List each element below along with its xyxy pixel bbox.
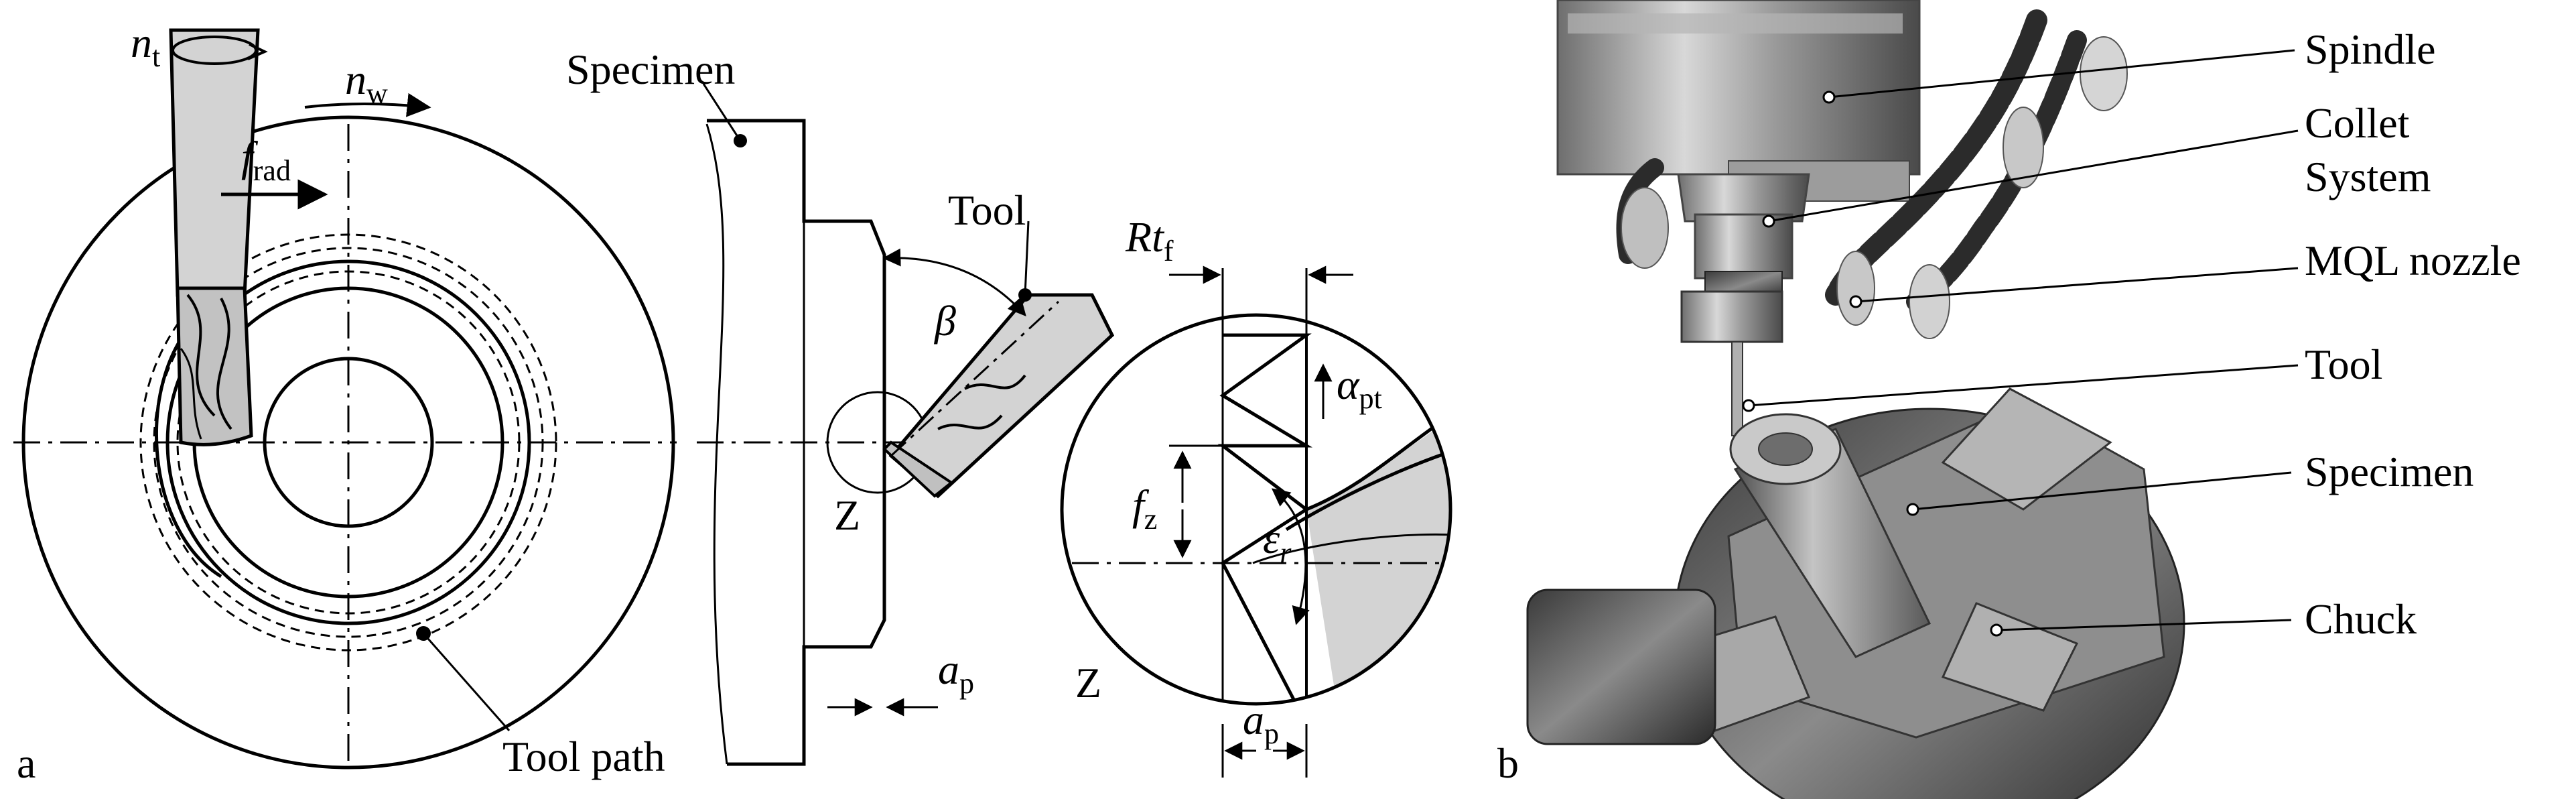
spindle-nose: [1677, 173, 1810, 223]
callout-system: System: [2305, 153, 2431, 200]
rotation-arrow-icon: [247, 43, 268, 60]
scallop-profile: [1217, 333, 1313, 704]
machine-photo: [1511, 0, 2231, 799]
n-w-label: nw: [345, 56, 388, 110]
panel-a: nt nw frad Tool path a Specimen Z: [13, 19, 1452, 787]
specimen-label: Specimen: [566, 46, 735, 93]
panel-b-label: b: [1497, 739, 1519, 787]
epsilon-r-arc: [1271, 488, 1310, 625]
inclined-tool: [882, 293, 1115, 499]
n-w-arrow: [304, 93, 431, 117]
beta-arc: [882, 248, 1026, 317]
detail-a-p-label: ap: [1243, 696, 1279, 750]
motor-housing: [1526, 589, 1716, 745]
specimen-break-line: [705, 123, 728, 765]
workpiece-material: [1306, 322, 1450, 704]
tool-path-label: Tool path: [502, 733, 665, 780]
rt-f-label: Rtf: [1125, 213, 1174, 267]
epsilon-r-label: εr: [1263, 515, 1292, 569]
tool-label-a: Tool: [948, 186, 1026, 234]
top-view: [13, 115, 677, 770]
callout-spindle: Spindle: [2305, 25, 2436, 73]
alpha-pt-label: αpt: [1337, 361, 1382, 415]
tool-path-circle: [165, 259, 531, 625]
detail-z-label: Z: [1075, 659, 1101, 706]
callout-tool: Tool: [2305, 341, 2382, 388]
specimen-outer-circle: [21, 115, 675, 770]
tool-path-dashed-mid: [153, 247, 544, 638]
callout-leaders: [1742, 49, 2299, 637]
chuck-jaw: [1941, 387, 2112, 511]
detail-z-enlarged: [1060, 268, 1452, 778]
f-rad-label: frad: [241, 133, 291, 187]
specimen-leader: [702, 83, 742, 141]
callout-mql-nozzle: MQL nozzle: [2305, 237, 2521, 284]
panel-a-label: a: [17, 739, 36, 787]
collet-nut: [1680, 290, 1783, 343]
tool-path-dashed-outer: [139, 233, 557, 652]
callout-collet: Collet: [2305, 99, 2410, 147]
beta-label: β: [933, 297, 956, 345]
detail-z-circle: [1060, 313, 1452, 706]
tool-path-leader: [422, 633, 511, 731]
tool-path-dashed-inner: [176, 270, 521, 615]
f-z-label: fz: [1132, 481, 1157, 536]
end-mill-tool: [169, 28, 260, 446]
collet-system: [1694, 213, 1793, 280]
callout-specimen: Specimen: [2305, 448, 2473, 495]
z-label: Z: [834, 491, 860, 539]
tool-shank: [1731, 341, 1743, 436]
mql-nozzle: [1836, 251, 1875, 326]
a-p-label: ap: [938, 646, 974, 700]
bore-circle: [263, 357, 434, 528]
callout-chuck: Chuck: [2305, 595, 2417, 643]
n-t-label: nt: [131, 19, 160, 73]
panel-b: Spindle Collet System MQL nozzle Tool Sp…: [1497, 0, 2521, 799]
rotation-icon: [172, 36, 257, 65]
